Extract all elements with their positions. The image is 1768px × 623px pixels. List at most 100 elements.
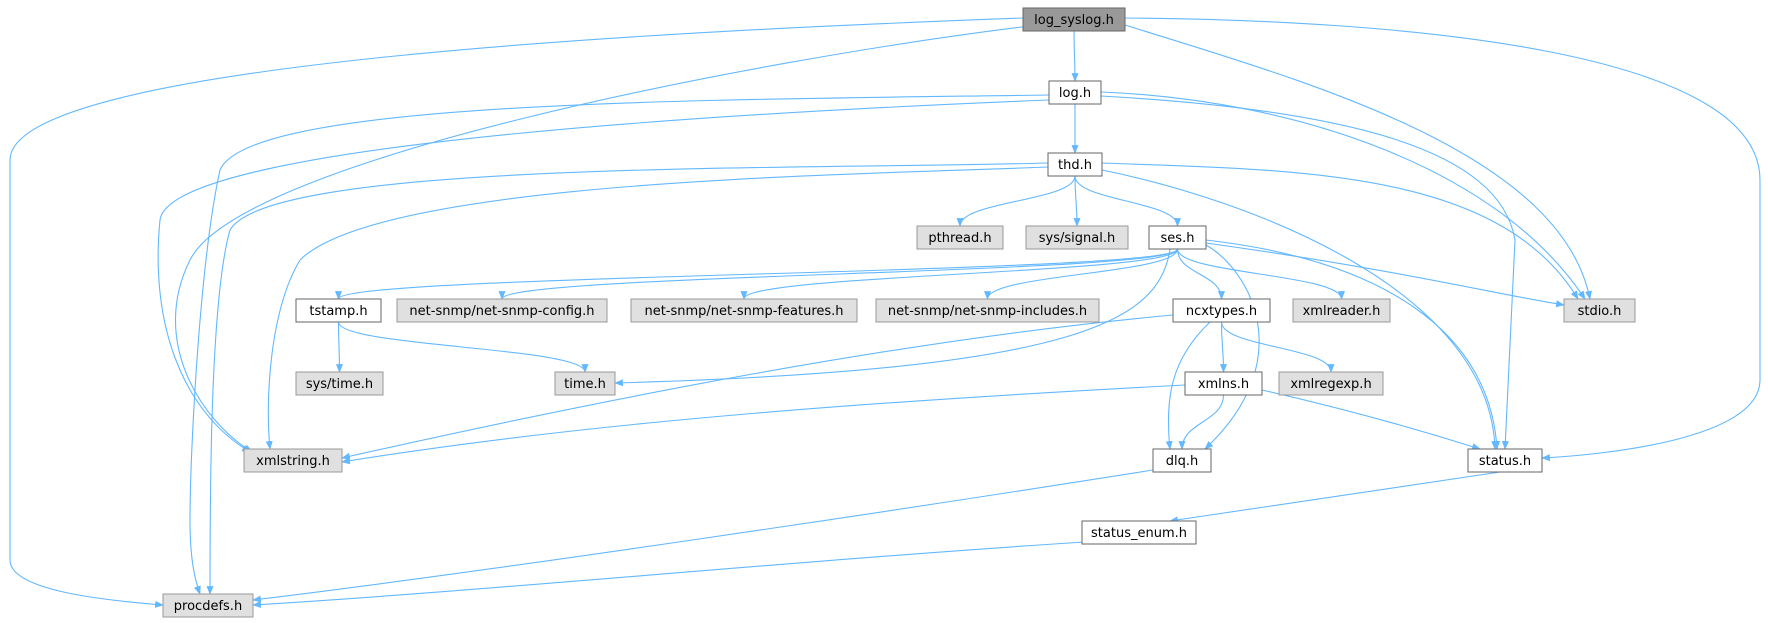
node-log[interactable]: log.h: [1048, 80, 1102, 105]
node-box: [1467, 448, 1543, 473]
node-box: [875, 298, 1100, 323]
node-ncxtypes[interactable]: ncxtypes.h: [1172, 298, 1271, 323]
node-netsnmp_features: net-snmp/net-snmp-features.h: [630, 298, 858, 323]
node-label: dlq.h: [1166, 454, 1199, 469]
edge-ses-to-status: [1205, 239, 1501, 450]
node-label: xmlreader.h: [1303, 304, 1381, 319]
node-ses[interactable]: ses.h: [1148, 225, 1207, 250]
node-label: log_syslog.h: [1034, 13, 1114, 28]
edge-log_syslog-to-xmlstring: [174, 25, 1031, 453]
edge-thd-to-stdio: [1101, 162, 1579, 300]
node-sys_time: sys/time.h: [295, 371, 384, 396]
node-thd[interactable]: thd.h: [1047, 152, 1103, 177]
node-label: xmlns.h: [1198, 377, 1249, 392]
edge-log_syslog-to-stdio: [1124, 24, 1592, 300]
node-box: [1025, 225, 1129, 250]
node-label: net-snmp/net-snmp-features.h: [644, 304, 843, 319]
node-stdio: stdio.h: [1563, 298, 1636, 323]
node-label: log.h: [1059, 86, 1091, 101]
node-label: net-snmp/net-snmp-config.h: [409, 304, 594, 319]
edge-log_syslog-to-status: [1124, 17, 1761, 462]
node-box: [396, 298, 608, 323]
edge-log_syslog-to-procdefs: [9, 17, 1024, 608]
edge-thd-to-xmlstring: [265, 166, 1049, 450]
node-box: [630, 298, 858, 323]
edge-ncxtypes-to-xmlns: [1219, 321, 1228, 373]
edge-ses-to-ncxtypes: [1176, 248, 1226, 300]
node-box: [243, 448, 343, 473]
edge-log-to-status: [1100, 95, 1516, 450]
node-xmlns[interactable]: xmlns.h: [1184, 371, 1263, 396]
node-label: ses.h: [1161, 231, 1195, 246]
edge-thd-to-procdefs: [206, 162, 1049, 595]
edge-ncxtypes-to-xmlregexp: [1220, 321, 1335, 373]
node-status[interactable]: status.h: [1467, 448, 1543, 473]
edge-ses-to-netsnmp_config: [498, 248, 1179, 300]
node-status_enum[interactable]: status_enum.h: [1081, 520, 1197, 545]
node-label: xmlregexp.h: [1290, 377, 1371, 392]
edge-tstamp-to-time: [337, 321, 589, 373]
edge-log-to-stdio: [1100, 91, 1586, 300]
node-label: status.h: [1479, 454, 1531, 469]
edge-log_syslog-to-log: [1071, 30, 1079, 82]
node-label: xmlstring.h: [256, 454, 330, 469]
node-time: time.h: [554, 371, 616, 396]
node-label: sys/signal.h: [1039, 231, 1115, 246]
node-box: [916, 225, 1004, 250]
node-box: [295, 371, 384, 396]
edge-xmlns-to-status: [1261, 389, 1481, 450]
node-procdefs: procdefs.h: [162, 593, 254, 618]
node-box: [1022, 7, 1126, 32]
node-box: [162, 593, 254, 618]
node-dlq[interactable]: dlq.h: [1152, 448, 1212, 473]
node-xmlregexp: xmlregexp.h: [1278, 371, 1384, 396]
node-label: stdio.h: [1578, 304, 1622, 319]
edge-xmlns-to-xmlstring: [341, 384, 1186, 465]
node-box: [1184, 371, 1263, 396]
edge-xmlns-to-dlq: [1178, 394, 1225, 450]
node-box: [1047, 152, 1103, 177]
edge-tstamp-to-sys_time: [335, 321, 344, 373]
node-label: sys/time.h: [306, 377, 373, 392]
node-label: time.h: [564, 377, 606, 392]
node-box: [1081, 520, 1197, 545]
edge-dlq-to-procdefs: [252, 469, 1154, 603]
node-label: procdefs.h: [174, 599, 242, 614]
node-tstamp[interactable]: tstamp.h: [295, 298, 382, 323]
node-netsnmp_config: net-snmp/net-snmp-config.h: [396, 298, 608, 323]
edge-status_enum-to-procdefs: [252, 540, 1101, 609]
node-label: thd.h: [1058, 158, 1092, 173]
edge-thd-to-sys_signal: [1073, 175, 1081, 227]
node-label: net-snmp/net-snmp-includes.h: [888, 304, 1087, 319]
node-netsnmp_includes: net-snmp/net-snmp-includes.h: [875, 298, 1100, 323]
node-log_syslog[interactable]: log_syslog.h: [1022, 7, 1126, 32]
node-label: status_enum.h: [1091, 526, 1187, 541]
edge-ses-to-stdio: [1205, 242, 1565, 308]
node-label: ncxtypes.h: [1186, 304, 1257, 319]
edges-layer: [9, 17, 1761, 609]
node-box: [1563, 298, 1636, 323]
node-box: [1278, 371, 1384, 396]
edge-thd-to-ses: [1074, 175, 1181, 227]
node-box: [1292, 298, 1391, 323]
node-xmlreader: xmlreader.h: [1292, 298, 1391, 323]
node-pthread: pthread.h: [916, 225, 1004, 250]
node-xmlstring: xmlstring.h: [243, 448, 343, 473]
edge-status-to-status_enum: [1169, 471, 1501, 524]
edge-ses-to-netsnmp_features: [740, 248, 1179, 300]
edge-ses-to-dlq: [1204, 244, 1260, 450]
node-label: pthread.h: [928, 231, 991, 246]
node-box: [1048, 80, 1102, 105]
edge-ses-to-xmlreader: [1176, 248, 1345, 300]
node-label: tstamp.h: [309, 304, 367, 319]
node-box: [554, 371, 616, 396]
node-box: [295, 298, 382, 323]
nodes-layer: log_syslog.h log.h thd.h pthread.h sys/signa…: [162, 7, 1636, 618]
edge-log-to-procdefs: [189, 94, 1050, 595]
edge-ses-to-time: [614, 248, 1171, 387]
node-sys_signal: sys/signal.h: [1025, 225, 1129, 250]
edge-log-to-xmlstring: [157, 99, 1050, 453]
edge-ncxtypes-to-xmlstring: [341, 314, 1174, 460]
node-box: [1148, 225, 1207, 250]
